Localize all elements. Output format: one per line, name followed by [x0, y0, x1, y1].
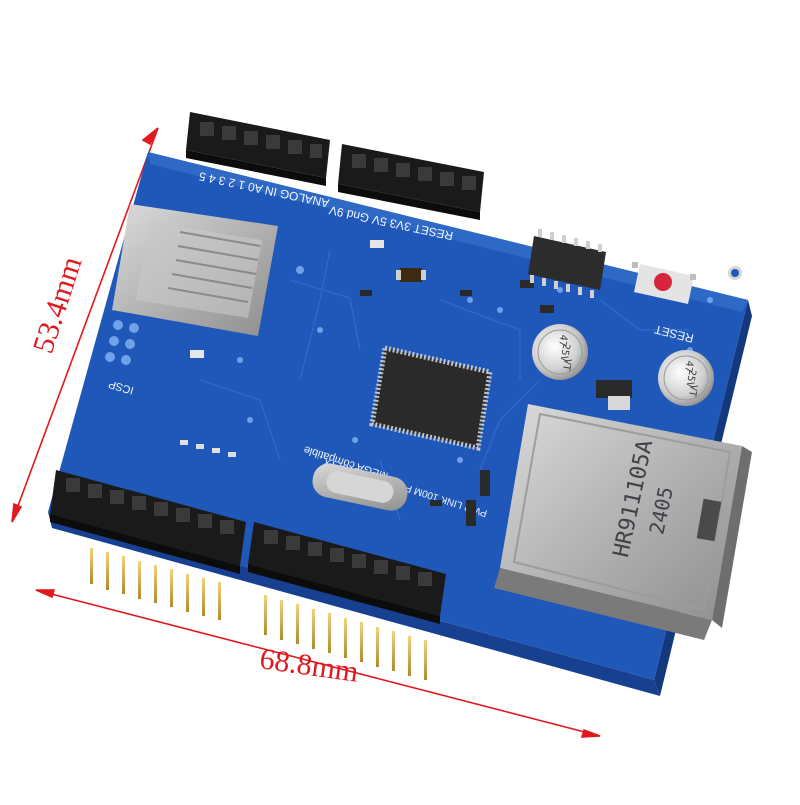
digital-header-right: [248, 522, 446, 624]
digital-header-left: [50, 470, 246, 574]
cap2-value-label: 47: [682, 360, 695, 374]
w5100-chip: [369, 344, 493, 452]
icsp-pads: [105, 320, 139, 365]
width-dimension-arrow: [35, 589, 601, 738]
header-pins: [90, 548, 427, 680]
power-header: [338, 144, 484, 220]
height-dimension-arrow: [11, 127, 159, 523]
cap1-voltage-label: 25V: [557, 343, 571, 363]
cap1-series-label: VT: [560, 358, 573, 372]
reset-button: [632, 262, 696, 304]
cap1-value-label: 47: [556, 334, 569, 348]
smd-components: [180, 240, 632, 526]
microsd-slot: [112, 204, 278, 336]
rj45-jack: HR911105A 2405: [494, 404, 752, 640]
soic-chip: [528, 229, 606, 298]
capacitor-1: 47 25V VT: [532, 324, 588, 380]
cap2-series-label: VT: [686, 384, 699, 398]
capacitor-2: 47 25V VT: [658, 350, 714, 406]
cap2-voltage-label: 25V: [683, 369, 697, 389]
crystal-oscillator: [312, 463, 408, 511]
analog-header: [186, 112, 330, 186]
